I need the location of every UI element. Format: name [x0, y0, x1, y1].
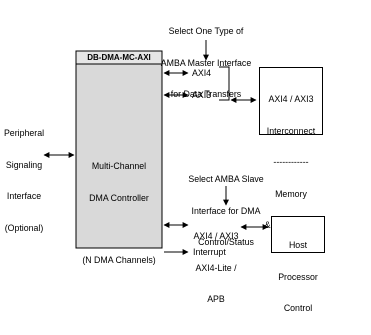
top-note: Select One Type of AMBA Master Interface…: [151, 5, 261, 121]
host-line3: Control: [283, 303, 313, 313]
top-note-line2: AMBA Master Interface: [160, 57, 252, 68]
controller-line3: (N DMA Channels): [82, 255, 156, 265]
host-box: [271, 216, 325, 253]
host-label: Host Processor Control: [271, 219, 325, 335]
slave-note-line3: Control/Status: [198, 237, 254, 247]
controller-label: Multi-Channel DMA Controller (N DMA Chan…: [76, 140, 162, 287]
peripheral-interface: Peripheral Signaling Interface (Optional…: [2, 107, 46, 254]
controller-header-bg: [75, 50, 163, 65]
slave-note-line1: Select AMBA Slave: [188, 174, 264, 184]
controller-body: [75, 50, 163, 249]
diagram-lines: [43, 40, 269, 255]
slave-note: Select AMBA Slave Interface for DMA Cont…: [171, 153, 281, 269]
slave-port-line1: AXI4 / AXI3: [193, 231, 239, 241]
controller-header: DB-DMA-MC-AXI: [87, 53, 151, 62]
top-note-line3: for Data Transfers: [170, 89, 242, 99]
slave-port-label: AXI4 / AXI3 AXI4-Lite / APB: [188, 210, 244, 326]
axi3-label: AXI3: [192, 90, 212, 100]
interconnect-line1: AXI4 / AXI3: [268, 94, 314, 104]
slave-port-line2: AXI4-Lite /: [195, 262, 237, 273]
peripheral-line2: Signaling: [5, 159, 43, 170]
top-note-line1: Select One Type of: [168, 26, 244, 36]
axi4-label: AXI4: [192, 68, 212, 78]
controller-line1: Multi-Channel: [91, 161, 147, 171]
interconnect-line4: Memory: [275, 188, 307, 199]
interrupt-label: Interrupt: [193, 247, 226, 257]
interconnect-box: [259, 67, 323, 135]
controller-line2: DMA Controller: [89, 192, 149, 203]
dma-controller-diagram: Select One Type of AMBA Master Interface…: [2, 5, 325, 313]
slave-note-line2: Interface for DMA: [191, 205, 261, 216]
slave-port-line3: APB: [207, 294, 225, 304]
peripheral-line3: Interface: [6, 191, 42, 201]
master-bracket: [219, 66, 230, 101]
peripheral-line1: Peripheral: [3, 128, 45, 138]
host-line1: Host: [288, 240, 308, 250]
interconnect-line3: ------------: [273, 157, 309, 167]
peripheral-line4: (Optional): [4, 222, 44, 233]
interconnect-line2: Interconnect: [266, 125, 316, 136]
host-line2: Processor: [278, 271, 318, 282]
